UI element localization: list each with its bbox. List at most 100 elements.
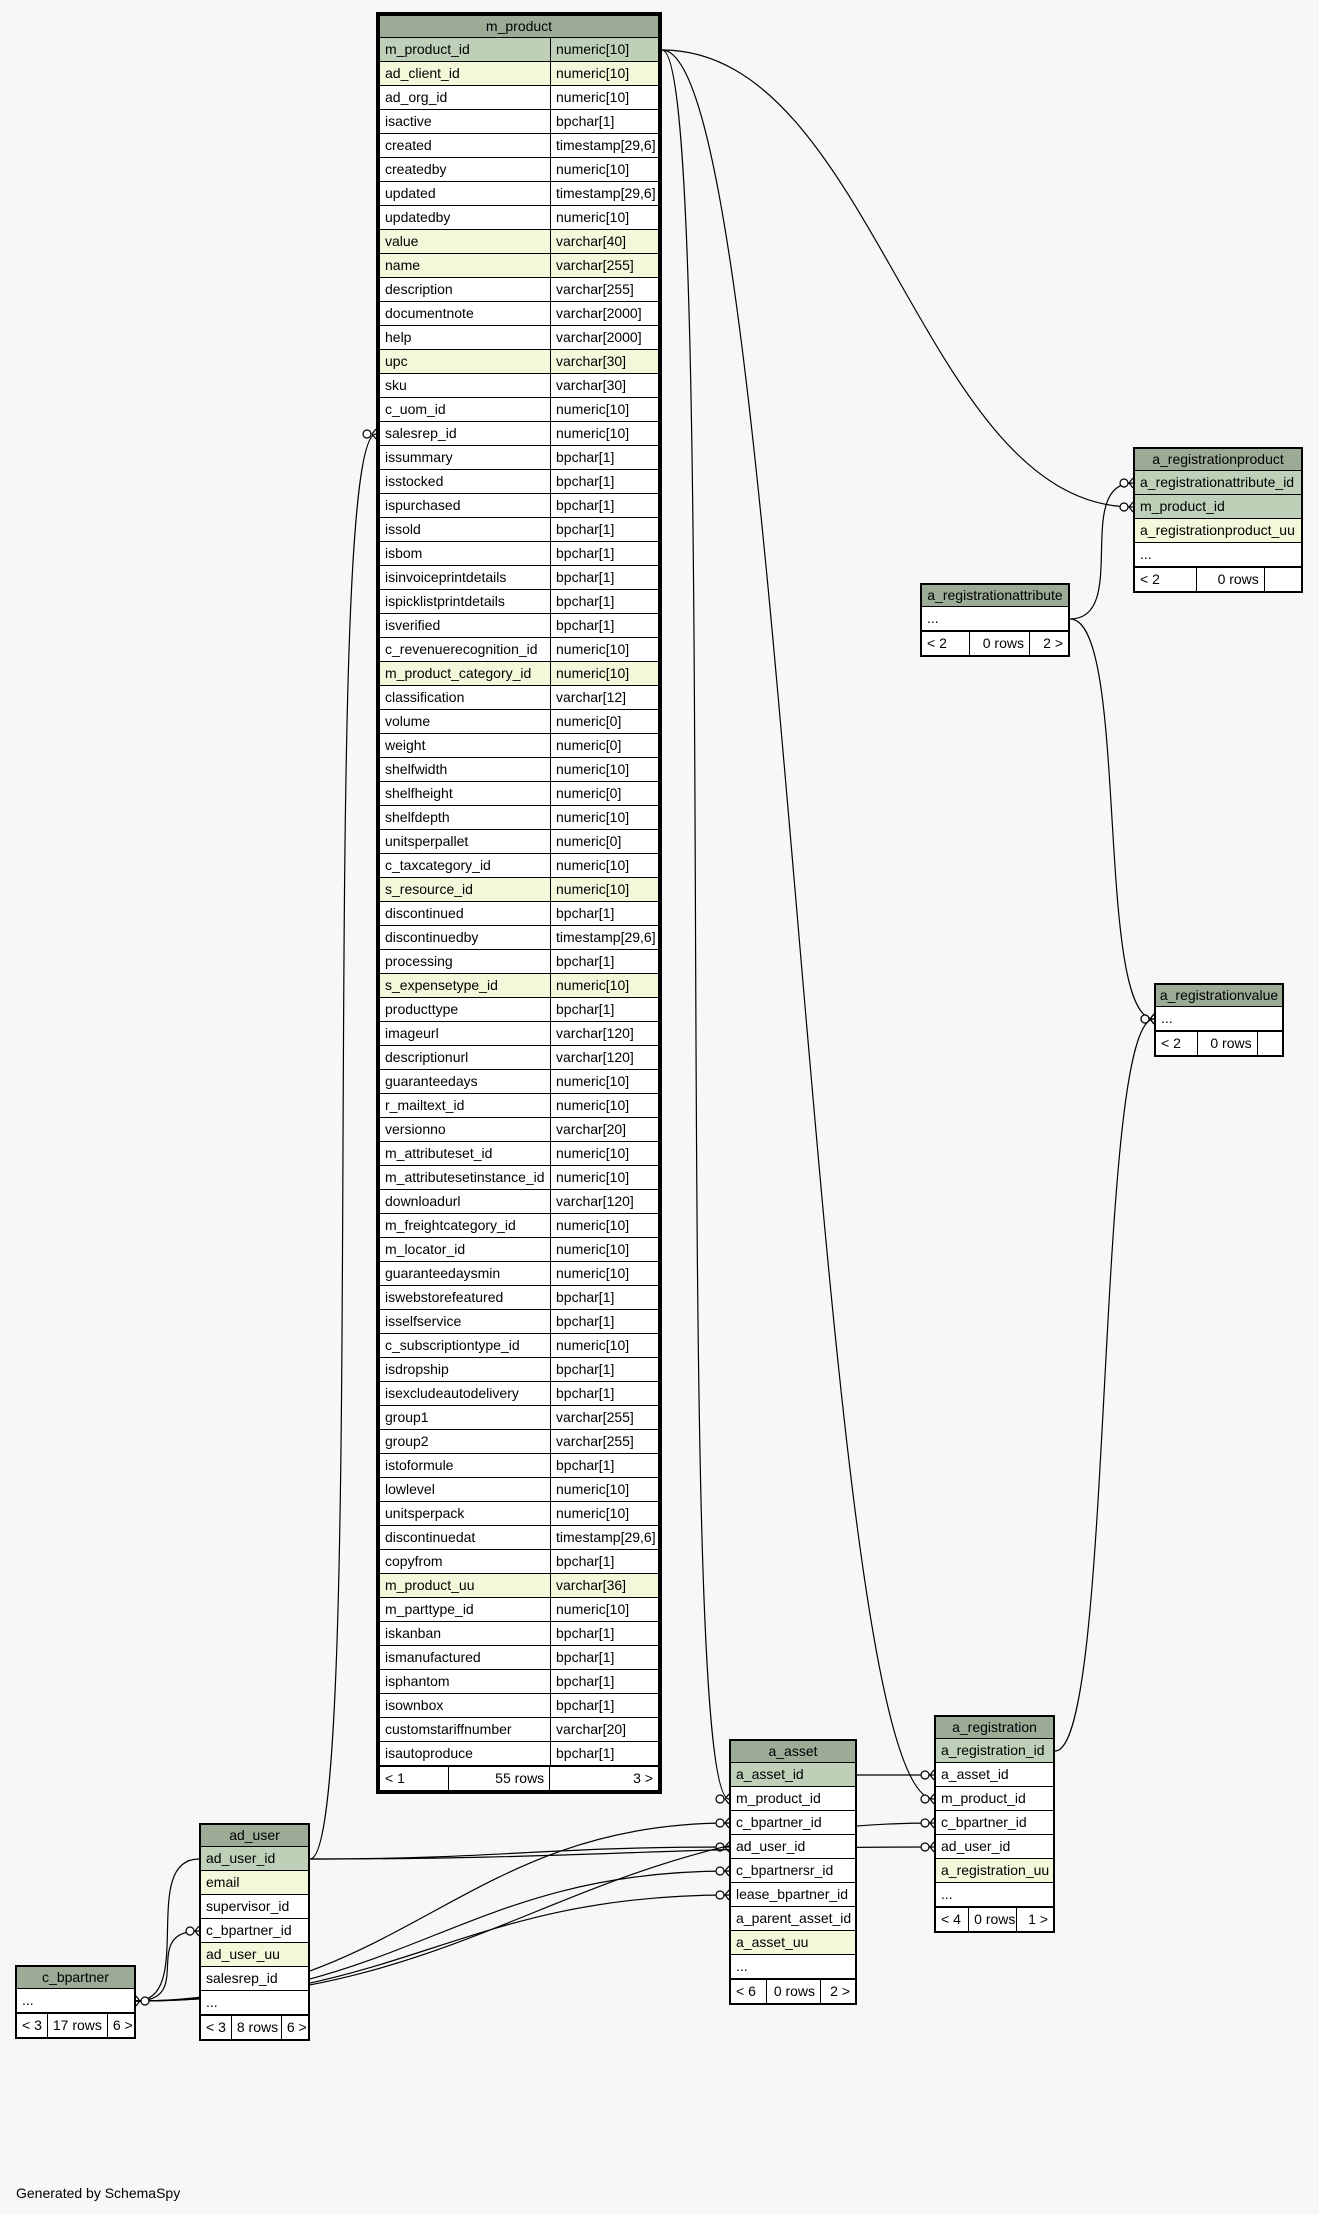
table-name[interactable]: c_bpartner (17, 1967, 134, 1989)
column-row[interactable]: ... (201, 1991, 308, 2015)
parents-count[interactable]: < 2 (1161, 1035, 1181, 1051)
table-name[interactable]: ad_user (201, 1825, 308, 1847)
column-row[interactable]: a_registrationattribute_id (1135, 471, 1301, 495)
column-row[interactable]: c_bpartner_id (936, 1811, 1053, 1835)
parents-count[interactable]: < 6 (736, 1983, 756, 1999)
column-row[interactable]: ... (17, 1989, 134, 2013)
column-row[interactable]: ... (922, 607, 1068, 631)
column-row[interactable]: a_parent_asset_id (731, 1907, 855, 1931)
table-name[interactable]: m_product (380, 16, 658, 38)
column-row[interactable]: ... (731, 1955, 855, 1979)
column-row[interactable]: a_asset_id (731, 1763, 855, 1787)
column-row[interactable]: email (201, 1871, 308, 1895)
table-name[interactable]: a_asset (731, 1741, 855, 1763)
children-count[interactable]: 2 > (1028, 632, 1068, 655)
parents-count[interactable]: < 3 (206, 2019, 226, 2035)
parents-count[interactable]: < 3 (22, 2017, 42, 2033)
column-row[interactable]: m_product_id (731, 1787, 855, 1811)
children-count[interactable] (1263, 568, 1301, 591)
column-row[interactable]: salesrep_id (201, 1967, 308, 1991)
children-count[interactable]: 1 > (1016, 1908, 1053, 1931)
column-row[interactable]: c_bpartner_id (731, 1811, 855, 1835)
column-row[interactable]: ad_user_id (936, 1835, 1053, 1859)
parents-count[interactable]: < 2 (927, 635, 947, 651)
column-row[interactable]: ... (1135, 543, 1301, 567)
column-row[interactable]: ad_user_uu (201, 1943, 308, 1967)
column-row[interactable]: a_asset_uu (731, 1931, 855, 1955)
children-count[interactable]: 6 > (280, 2016, 312, 2039)
children-count[interactable]: 3 > (549, 1767, 658, 1790)
column-row[interactable]: supervisor_id (201, 1895, 308, 1919)
column-row[interactable]: ... (936, 1883, 1053, 1907)
column-row[interactable]: m_product_id (1135, 495, 1301, 519)
column-row[interactable]: ad_user_id (201, 1847, 308, 1871)
column-row[interactable]: ad_user_id (731, 1835, 855, 1859)
children-count[interactable]: 6 > (106, 2014, 137, 2037)
column-row[interactable]: a_registration_uu (936, 1859, 1053, 1883)
column-row[interactable]: m_product_id (936, 1787, 1053, 1811)
parents-count[interactable]: < 1 (385, 1770, 405, 1786)
table-name[interactable]: a_registration (936, 1717, 1053, 1739)
table-name[interactable]: a_registrationvalue (1156, 985, 1282, 1007)
